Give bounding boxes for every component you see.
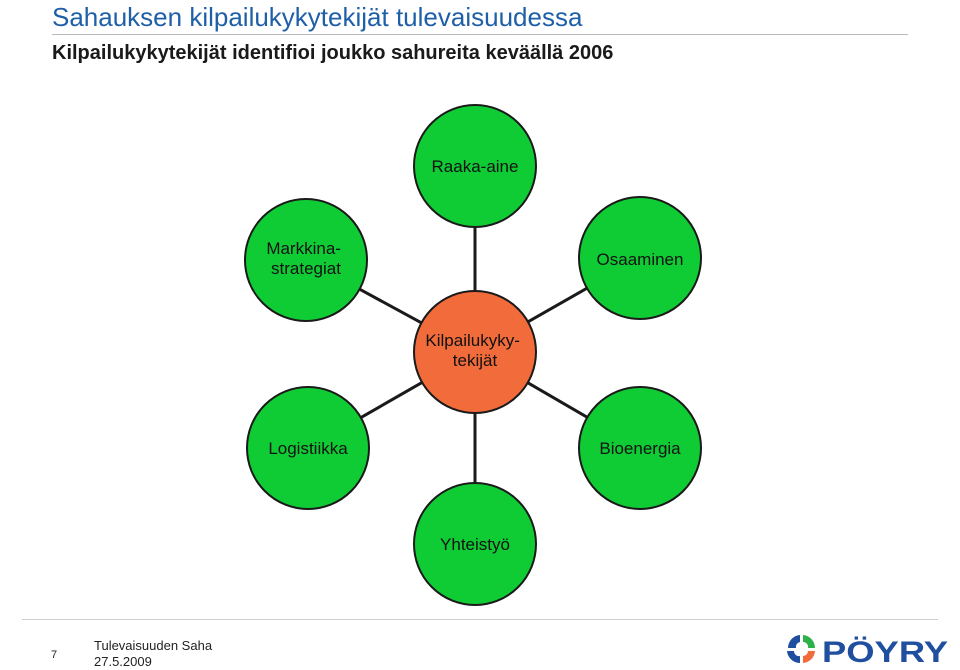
page-number: 7	[51, 649, 58, 661]
node-label: Bioenergia	[599, 439, 681, 458]
connector-lines	[358, 227, 589, 483]
connector-logistiikka	[360, 381, 423, 419]
connector-osaaminen	[527, 286, 588, 324]
node-yhteistyo[interactable]: Yhteistyö	[413, 482, 537, 606]
title-divider	[52, 34, 908, 35]
footer-info: Tulevaisuuden Saha 27.5.2009	[94, 638, 212, 670]
footer-org: Tulevaisuuden Saha	[94, 638, 213, 653]
node-label: Logistiikka	[268, 439, 348, 458]
slide-title: Sahauksen kilpailukykytekijät tulevaisuu…	[52, 2, 583, 32]
poyry-logo: PÖYRY	[787, 635, 948, 669]
connector-bioenergia	[526, 381, 589, 419]
node-center[interactable]: Kilpailukyky- tekijät	[413, 290, 537, 414]
node-raaka-aine[interactable]: Raaka-aine	[413, 104, 537, 228]
node-label: Osaaminen	[597, 250, 684, 269]
competitiveness-factor-diagram: Raaka-aine Markkina- strategiat Osaamine…	[244, 104, 702, 606]
node-osaaminen[interactable]: Osaaminen	[578, 196, 702, 320]
node-logistiikka[interactable]: Logistiikka	[246, 386, 370, 510]
slide-subtitle: Kilpailukykytekijät identifioi joukko sa…	[52, 42, 614, 64]
node-label: Kilpailukyky- tekijät	[425, 331, 524, 370]
node-markkinastrategiat[interactable]: Markkina- strategiat	[244, 198, 368, 322]
connector-markkinastrategiat	[358, 287, 423, 325]
node-label: Yhteistyö	[440, 535, 510, 554]
poyry-logo-text: PÖYRY	[822, 636, 948, 669]
footer-divider	[22, 619, 938, 620]
poyry-logo-mark-icon	[787, 635, 816, 664]
node-label: Raaka-aine	[432, 157, 519, 176]
footer-date: 27.5.2009	[94, 654, 152, 669]
node-label: Markkina- strategiat	[266, 239, 345, 278]
node-bioenergia[interactable]: Bioenergia	[578, 386, 702, 510]
